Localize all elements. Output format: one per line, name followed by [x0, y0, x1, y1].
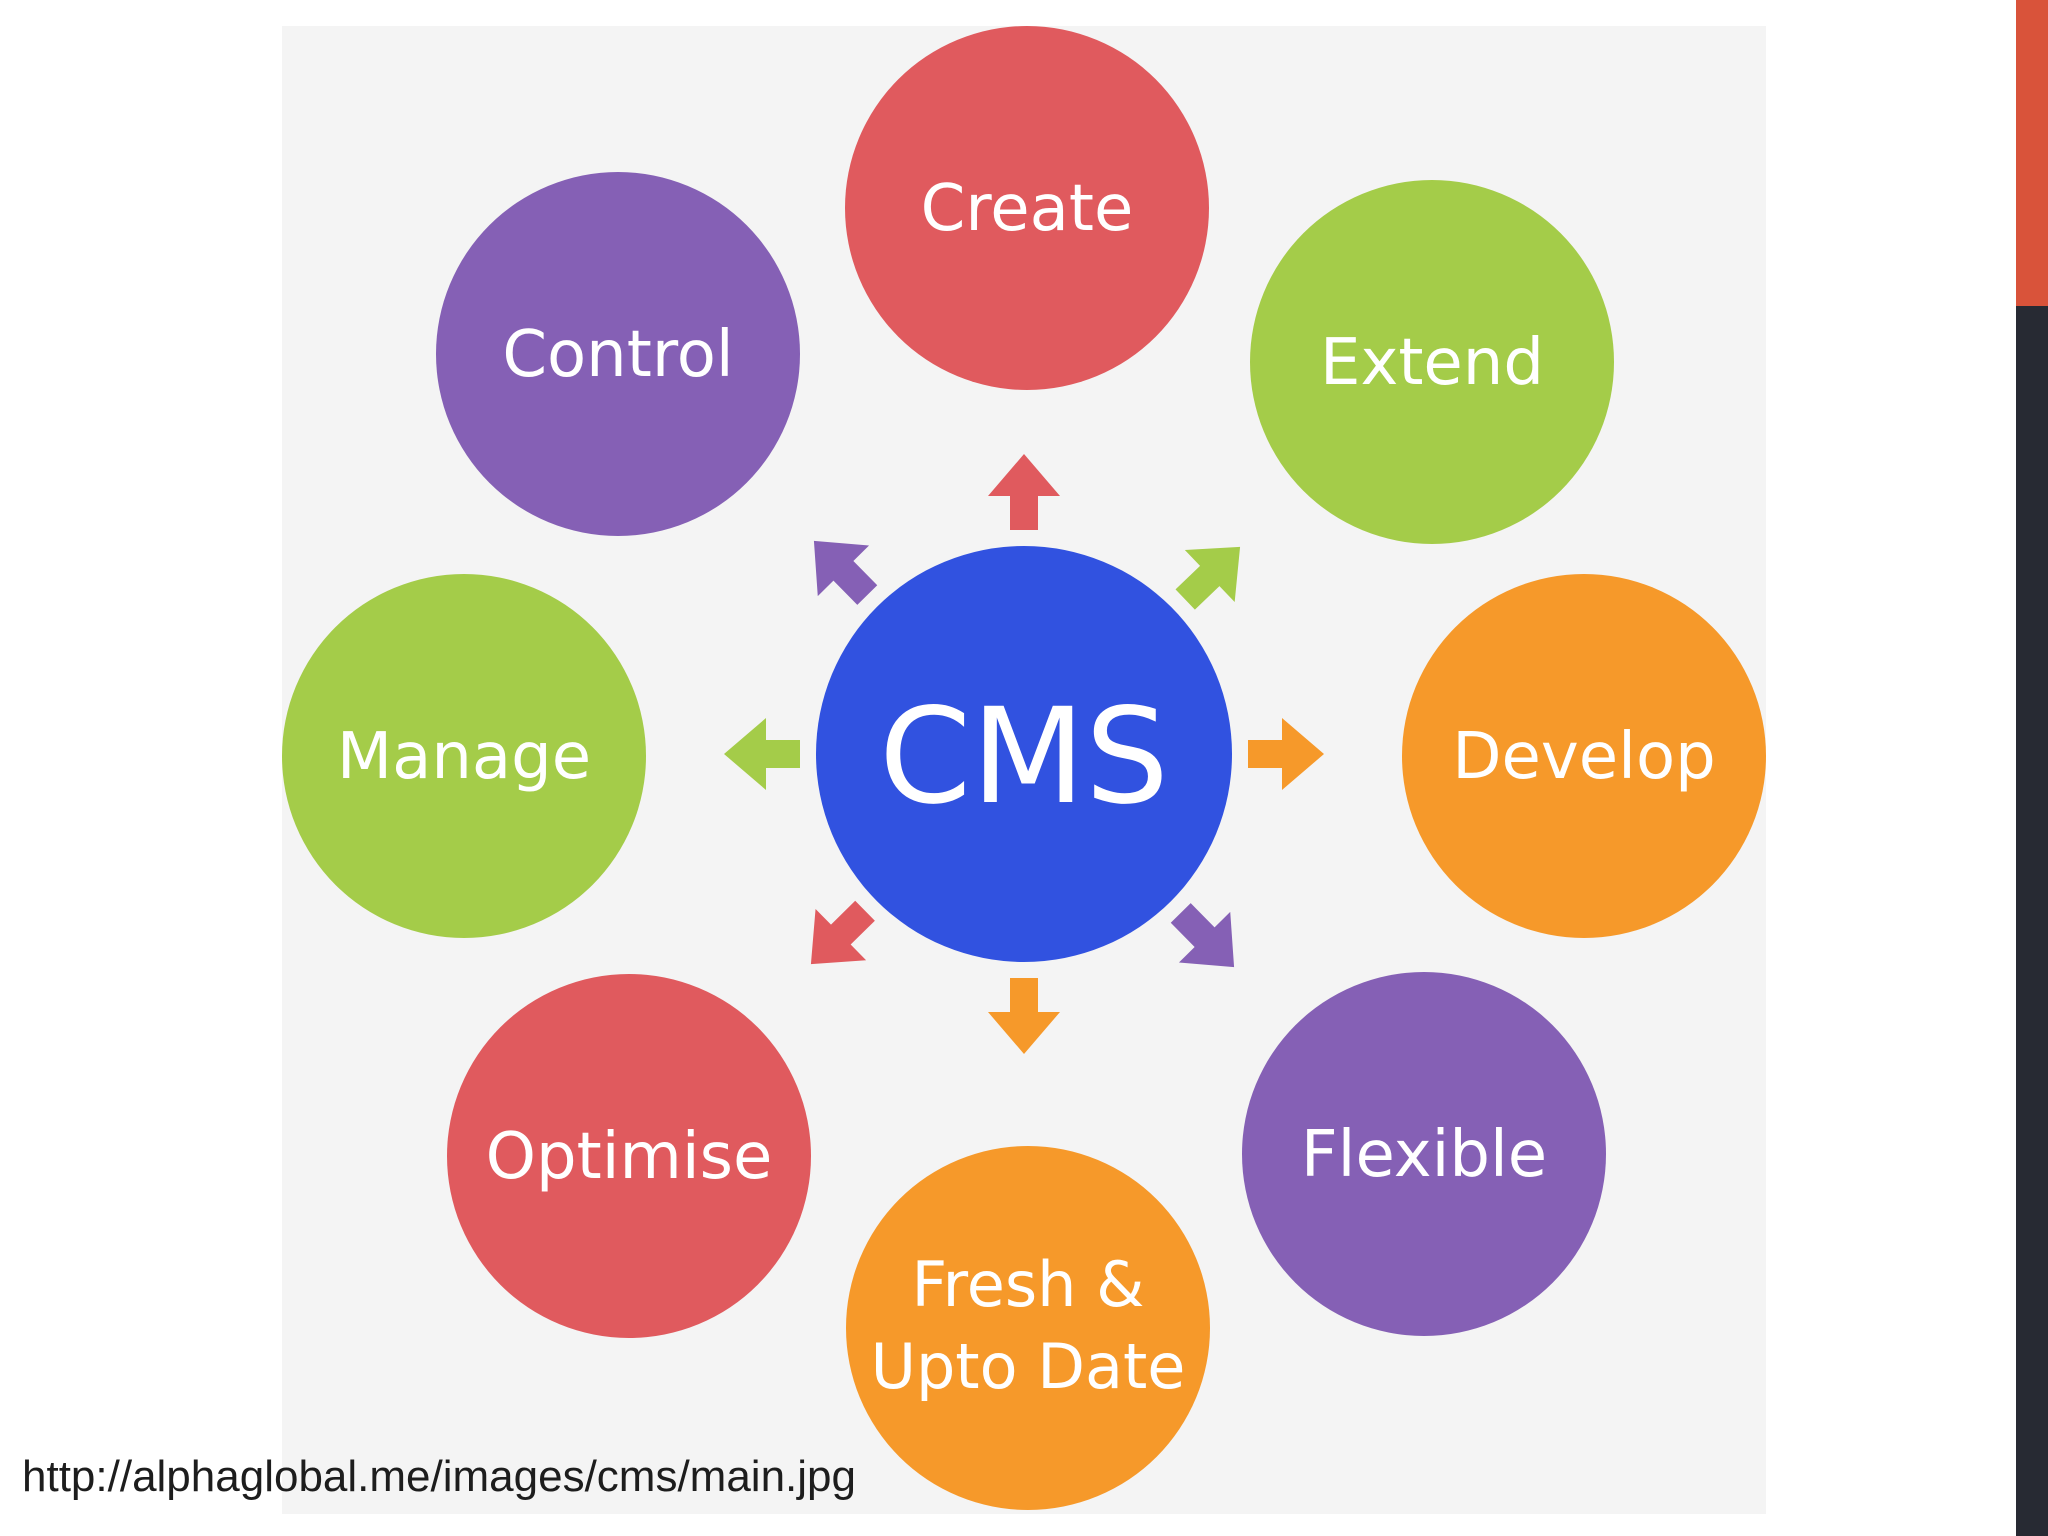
arrow-shape-control	[813, 540, 878, 605]
node-develop: Develop	[1402, 574, 1766, 938]
node-optimise: Optimise	[447, 974, 811, 1338]
node-create: Create	[845, 26, 1209, 390]
node-manage-label: Manage	[337, 720, 591, 794]
arrow-shape-fresh	[988, 978, 1060, 1054]
node-fresh-label: Fresh &	[911, 1248, 1144, 1321]
arrow-to-optimise	[810, 900, 875, 965]
right-accent-bar	[2016, 0, 2048, 306]
node-manage-circle	[282, 574, 646, 938]
arrow-to-create	[988, 454, 1060, 530]
node-extend-label: Extend	[1320, 326, 1544, 400]
arrow-shape-develop	[1248, 718, 1324, 790]
node-control-circle	[436, 172, 800, 536]
arrow-shape-manage	[724, 718, 800, 790]
arrow-to-flexible	[1170, 903, 1235, 968]
cms-center-circle	[816, 546, 1232, 962]
node-flexible-label: Flexible	[1301, 1118, 1547, 1192]
arrow-shape-extend	[1175, 546, 1241, 610]
source-url: http://alphaglobal.me/images/cms/main.jp…	[22, 1452, 856, 1501]
node-optimise-label: Optimise	[486, 1120, 773, 1194]
node-control-label: Control	[502, 318, 733, 392]
node-optimise-circle	[447, 974, 811, 1338]
node-develop-circle	[1402, 574, 1766, 938]
arrow-to-develop	[1248, 718, 1324, 790]
node-flexible-circle	[1242, 972, 1606, 1336]
node-fresh-label-line2: Upto Date	[871, 1330, 1186, 1403]
node-create-circle	[845, 26, 1209, 390]
arrow-to-manage	[724, 718, 800, 790]
node-flexible: Flexible	[1242, 972, 1606, 1336]
arrow-shape-optimise	[810, 900, 875, 965]
node-extend-circle	[1250, 180, 1614, 544]
node-extend: Extend	[1250, 180, 1614, 544]
arrow-to-control	[813, 540, 878, 605]
node-control: Control	[436, 172, 800, 536]
arrow-to-extend	[1175, 546, 1241, 610]
node-fresh-circle	[846, 1146, 1210, 1510]
arrow-shape-flexible	[1170, 903, 1235, 968]
node-develop-label: Develop	[1452, 720, 1715, 794]
node-fresh: Fresh & Upto Date	[846, 1146, 1210, 1510]
node-manage: Manage	[282, 574, 646, 938]
cms-center-label: CMS	[879, 680, 1169, 834]
node-create-label: Create	[921, 172, 1134, 246]
cms-center-node: CMS	[816, 546, 1232, 962]
arrows-layer	[724, 454, 1324, 1054]
arrow-shape-create	[988, 454, 1060, 530]
arrow-to-fresh	[988, 978, 1060, 1054]
